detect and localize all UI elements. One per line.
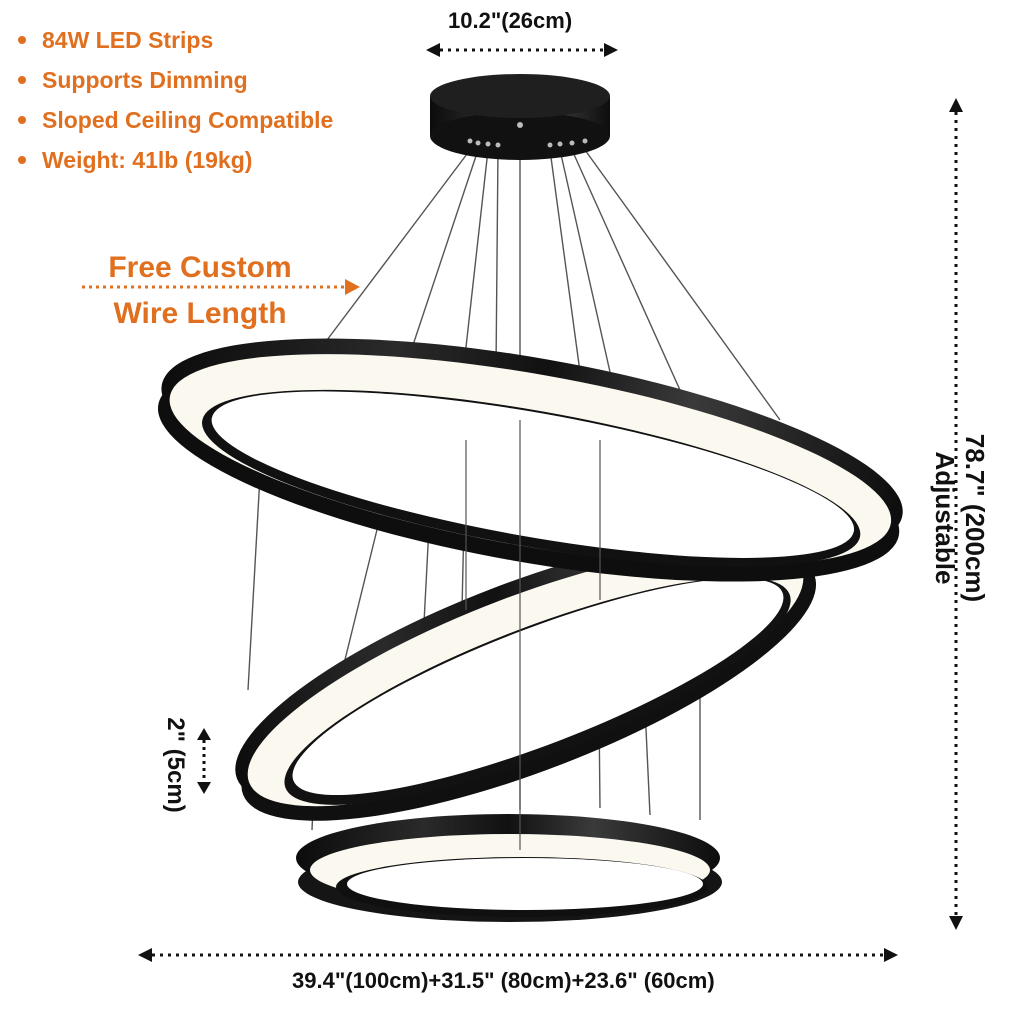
- bullet-icon: [18, 36, 26, 44]
- custom-wire-label: Free Custom Wire Length: [80, 245, 320, 337]
- ring-large: [157, 338, 903, 582]
- feature-item: Sloped Ceiling Compatible: [18, 100, 333, 140]
- ceiling-canopy: [430, 74, 610, 160]
- bullet-icon: [18, 156, 26, 164]
- custom-wire-arrow: [82, 279, 360, 295]
- feature-item: 84W LED Strips: [18, 20, 333, 60]
- canopy-width-arrow: [426, 43, 618, 57]
- feature-list: 84W LED Strips Supports Dimming Sloped C…: [18, 20, 333, 180]
- height-value: 78.7" (200cm): [960, 433, 990, 603]
- ring-small: [296, 814, 722, 922]
- custom-wire-line1: Free Custom: [108, 251, 292, 284]
- thickness-dimension: 2" (5cm): [162, 717, 189, 813]
- thickness-arrow: [197, 728, 211, 794]
- ring-medium: [235, 533, 817, 821]
- height-note: Adjustable: [930, 451, 960, 585]
- height-arrow: [949, 98, 963, 930]
- feature-item: Weight: 41lb (19kg): [18, 140, 333, 180]
- diameter-arrow: [138, 948, 898, 962]
- canopy-dimension: 10.2"(26cm): [448, 8, 573, 33]
- bullet-icon: [18, 116, 26, 124]
- bullet-icon: [18, 76, 26, 84]
- feature-item: Supports Dimming: [18, 60, 333, 100]
- height-dimension: 78.7" (200cm) Adjustable: [930, 434, 990, 602]
- diameter-dimension: 39.4"(100cm)+31.5" (80cm)+23.6" (60cm): [292, 968, 715, 993]
- custom-wire-line2: Wire Length: [113, 297, 287, 330]
